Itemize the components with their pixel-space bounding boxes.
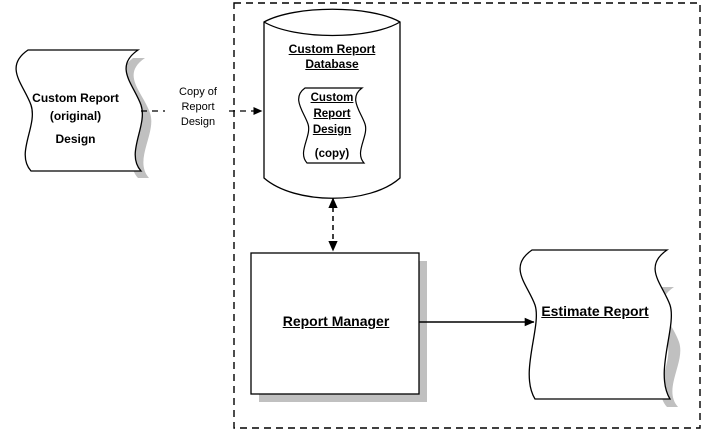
design-title-line2: Design xyxy=(55,131,96,146)
custom-report-database-title-line2: Database xyxy=(305,57,359,71)
custom-report-database-title-line1: Custom Report xyxy=(288,42,376,56)
custom-report-design-original-shape xyxy=(15,49,143,172)
custom-report-design-copy-title-line1: Custom xyxy=(310,92,354,104)
custom-report-design-copy-subtitle: (copy) xyxy=(314,148,350,160)
custom-report-database-top-arc xyxy=(263,21,401,37)
custom-report-design-copy-shape xyxy=(298,87,367,164)
custom-report-design-original-title: Custom Report Design xyxy=(18,64,133,174)
report-manager-label: Report Manager xyxy=(282,313,390,329)
estimate-report-label: Estimate Report xyxy=(541,303,649,319)
edge-copy-of-report-design-label-line3: Design xyxy=(180,116,216,128)
edge-copy-of-report-design-label-line1: Copy of xyxy=(179,86,217,98)
system-boundary xyxy=(233,2,701,429)
estimate-report-shape xyxy=(519,249,672,400)
design-title-line1: Custom Report xyxy=(32,90,119,105)
custom-report-design-original-subtitle: (original) xyxy=(49,109,102,123)
edge-copy-of-report-design-label-line2: Report xyxy=(181,101,215,113)
custom-report-design-copy-title-line3: Design xyxy=(312,124,352,136)
report-manager-shape xyxy=(250,252,420,395)
custom-report-design-copy-title-line2: Report xyxy=(313,108,351,120)
